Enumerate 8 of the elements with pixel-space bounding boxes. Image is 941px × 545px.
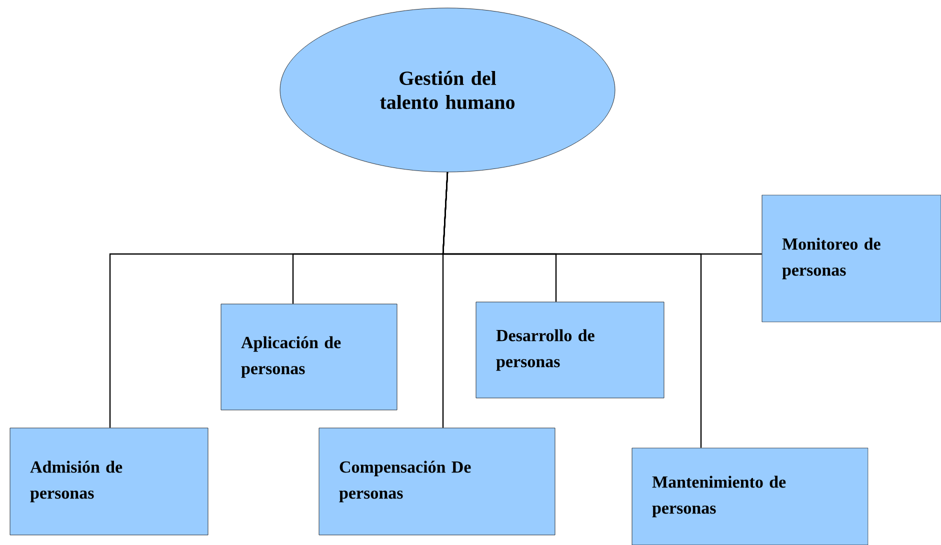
process-box: Compensación De personas xyxy=(318,428,556,536)
process-box: Monitoreo de personas xyxy=(762,194,941,322)
process-box: Admisión de personas xyxy=(10,428,208,536)
process-box: Desarrollo de personas xyxy=(476,302,664,398)
connector-line xyxy=(442,172,762,255)
ellipse-node: Gestión del talento humano xyxy=(280,8,616,172)
process-box: Aplicación de personas xyxy=(220,304,398,410)
process-box: Mantenimiento de personas xyxy=(632,448,868,545)
